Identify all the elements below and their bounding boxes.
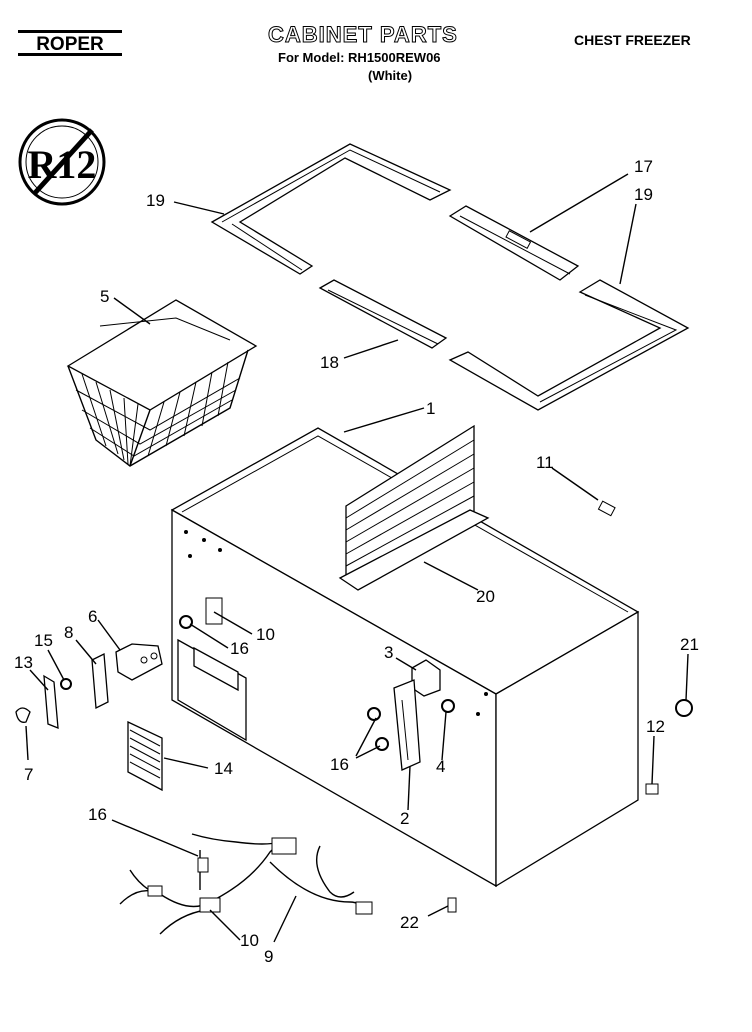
roper-logo: ROPER bbox=[18, 30, 122, 56]
callout-22: 22 bbox=[400, 913, 419, 932]
callout-3: 3 bbox=[384, 643, 393, 662]
grille bbox=[127, 720, 163, 792]
callout-5: 5 bbox=[100, 287, 109, 306]
page-title: CABINET PARTS bbox=[268, 22, 458, 48]
category-label: CHEST FREEZER bbox=[574, 32, 691, 48]
callout-12: 12 bbox=[646, 717, 665, 736]
callout-20: 20 bbox=[476, 587, 495, 606]
callout-13: 13 bbox=[14, 653, 33, 672]
callout-19-right: 19 bbox=[634, 185, 653, 204]
callout-9: 9 bbox=[264, 947, 273, 966]
callout-15: 15 bbox=[34, 631, 53, 650]
callout-1: 1 bbox=[426, 399, 435, 418]
callout-6: 6 bbox=[88, 607, 97, 626]
callout-17: 17 bbox=[634, 157, 653, 176]
callout-2: 2 bbox=[400, 809, 409, 828]
breaker-strips bbox=[210, 143, 690, 411]
callout-19-left: 19 bbox=[146, 191, 165, 210]
callout-numbers: 19 17 19 5 18 1 11 20 6 8 15 13 10 16 3 … bbox=[14, 157, 699, 966]
callout-18: 18 bbox=[320, 353, 339, 372]
callout-14: 14 bbox=[214, 759, 233, 778]
callout-8: 8 bbox=[64, 623, 73, 642]
color-line: (White) bbox=[368, 68, 413, 83]
brand-text: ROPER bbox=[36, 34, 104, 55]
callout-16-bottom: 16 bbox=[88, 805, 107, 824]
wiring-harness bbox=[119, 833, 373, 935]
callout-10-bottom: 10 bbox=[240, 931, 259, 950]
callout-11: 11 bbox=[536, 453, 554, 472]
hardware-parts bbox=[15, 500, 693, 913]
leader-lines bbox=[25, 173, 689, 943]
no-r12-badge: R12 bbox=[18, 118, 106, 206]
callout-4: 4 bbox=[436, 757, 445, 776]
basket-divider bbox=[338, 424, 490, 591]
callout-10-top: 10 bbox=[256, 625, 275, 644]
callout-16-top: 16 bbox=[230, 639, 249, 658]
callout-7: 7 bbox=[24, 765, 33, 784]
model-line: For Model: RH1500REW06 bbox=[278, 50, 441, 65]
callout-21: 21 bbox=[680, 635, 699, 654]
callout-16-mid: 16 bbox=[330, 755, 349, 774]
wire-basket bbox=[66, 299, 258, 467]
